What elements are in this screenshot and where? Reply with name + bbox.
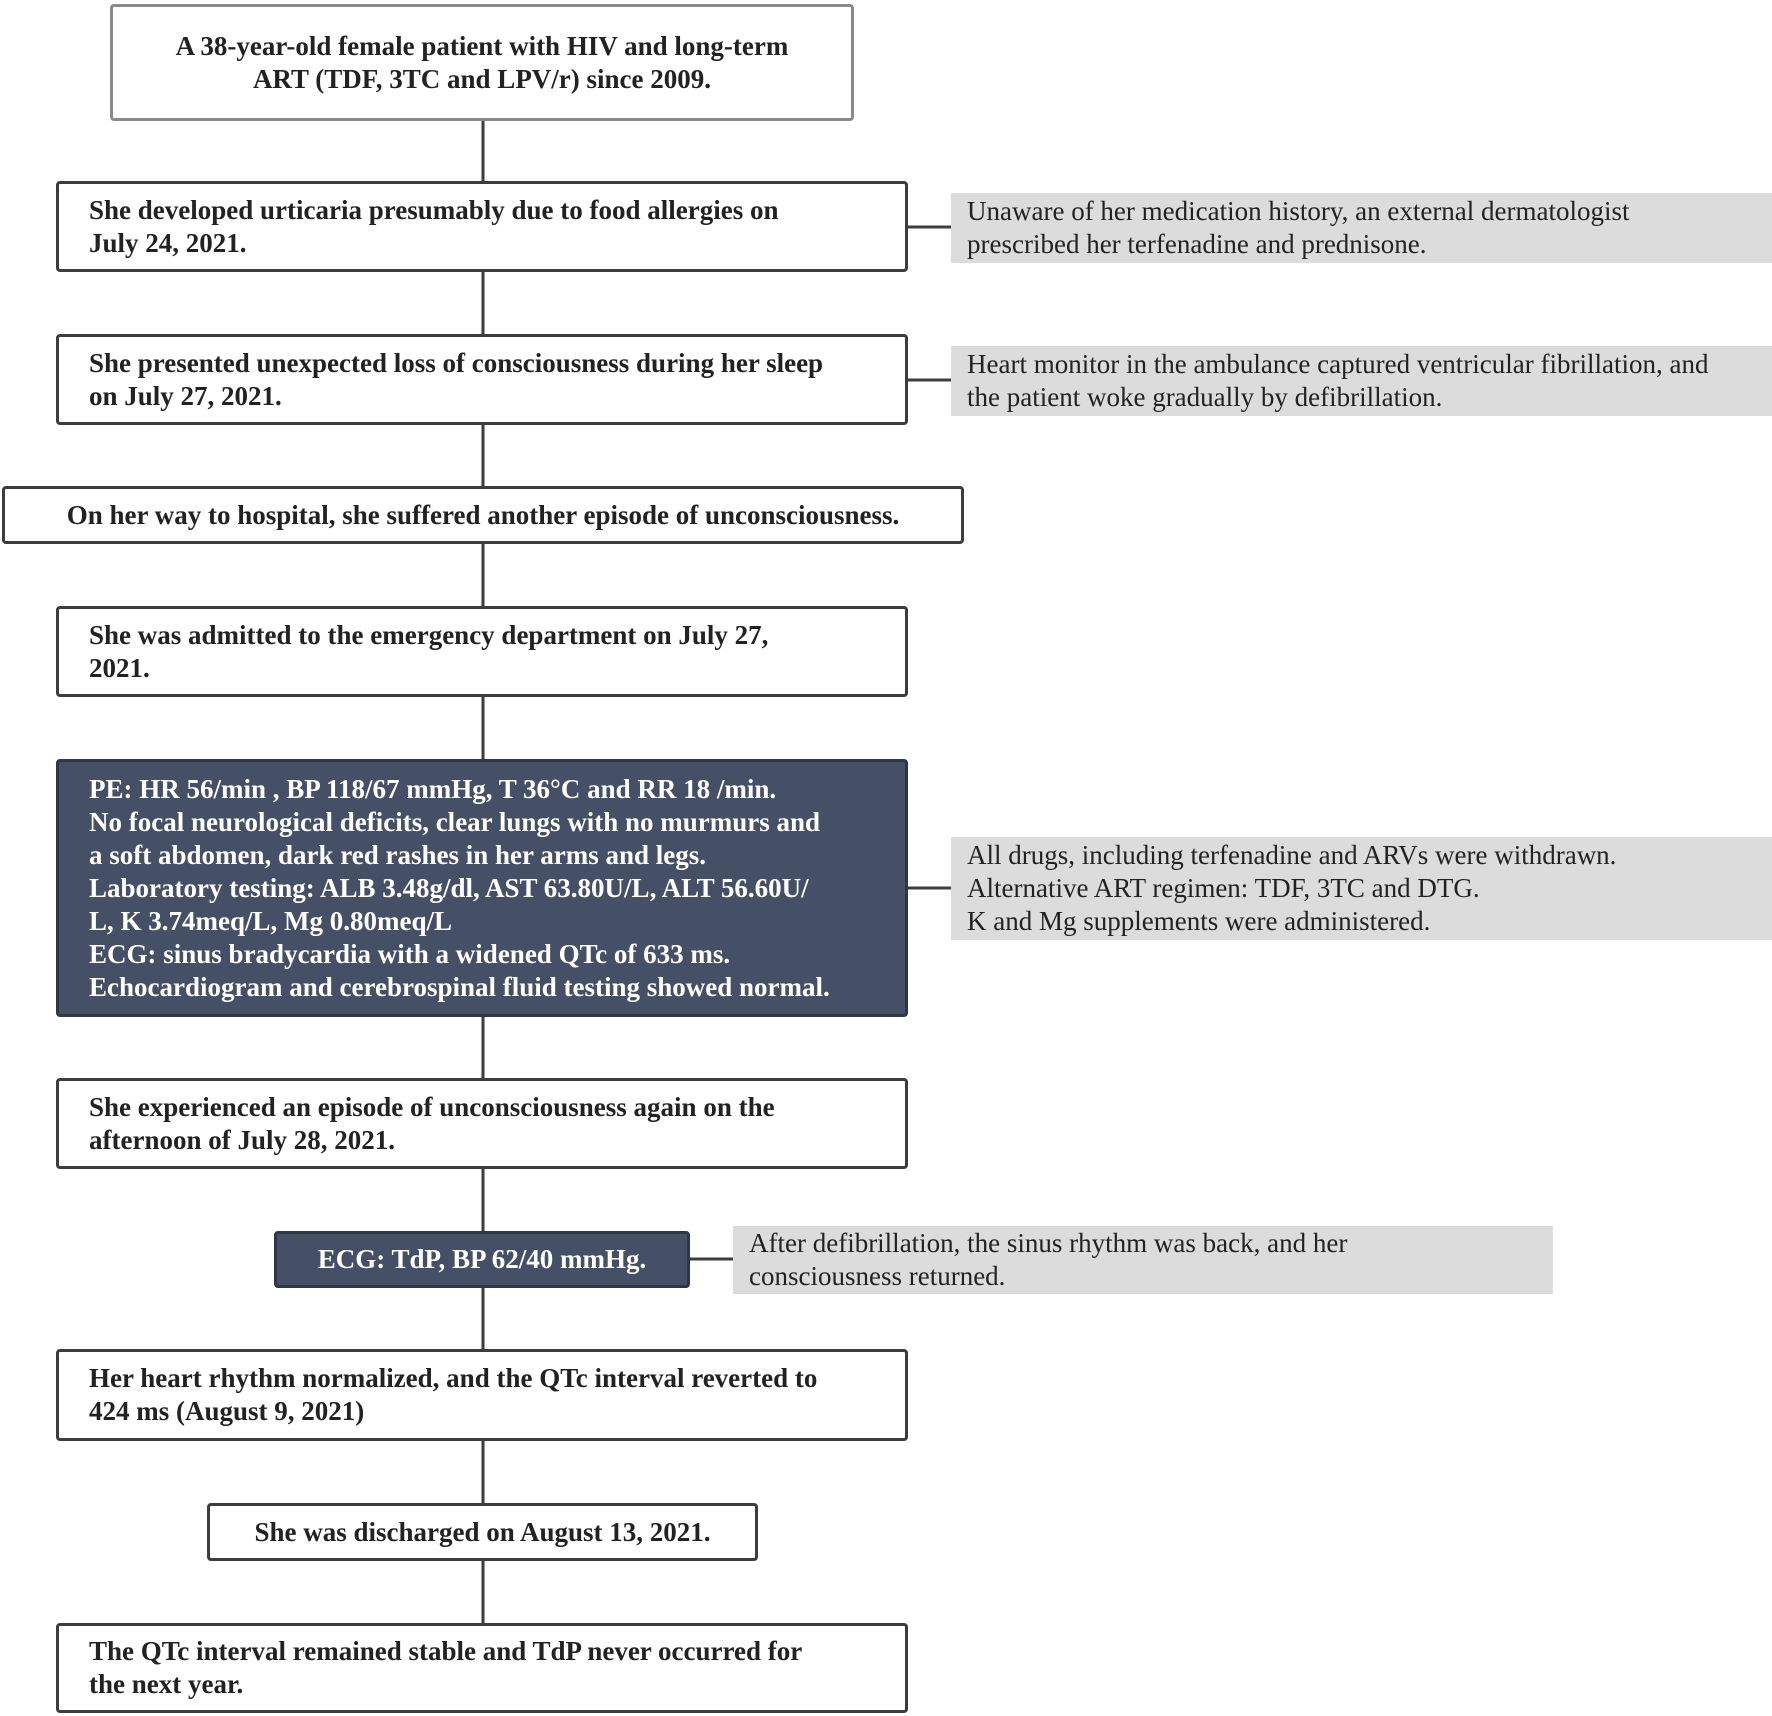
unconsciousness-again-box: She experienced an episode of unconsciou… <box>56 1078 908 1169</box>
admitted-box: She was admitted to the emergency depart… <box>56 606 908 697</box>
patient-box: A 38-year-old female patient with HIV an… <box>110 4 854 121</box>
drugs-withdrawn-note: All drugs, including terfenadine and ARV… <box>951 837 1772 940</box>
physical-exam-box: PE: HR 56/min , BP 118/67 mmHg, T 36°C a… <box>56 759 908 1017</box>
defibrillation-note: After defibrillation, the sinus rhythm w… <box>733 1226 1553 1294</box>
way-to-hospital-box: On her way to hospital, she suffered ano… <box>2 486 964 544</box>
loss-of-consciousness-box: She presented unexpected loss of conscio… <box>56 334 908 425</box>
qtc-stable-box: The QTc interval remained stable and TdP… <box>56 1623 908 1713</box>
ambulance-note: Heart monitor in the ambulance captured … <box>951 346 1772 416</box>
discharged-box: She was discharged on August 13, 2021. <box>207 1503 758 1561</box>
ecg-tdp-box: ECG: TdP, BP 62/40 mmHg. <box>274 1231 690 1288</box>
urticaria-box: She developed urticaria presumably due t… <box>56 181 908 272</box>
rhythm-normalized-box: Her heart rhythm normalized, and the QTc… <box>56 1349 908 1441</box>
dermatologist-note: Unaware of her medication history, an ex… <box>951 193 1772 263</box>
